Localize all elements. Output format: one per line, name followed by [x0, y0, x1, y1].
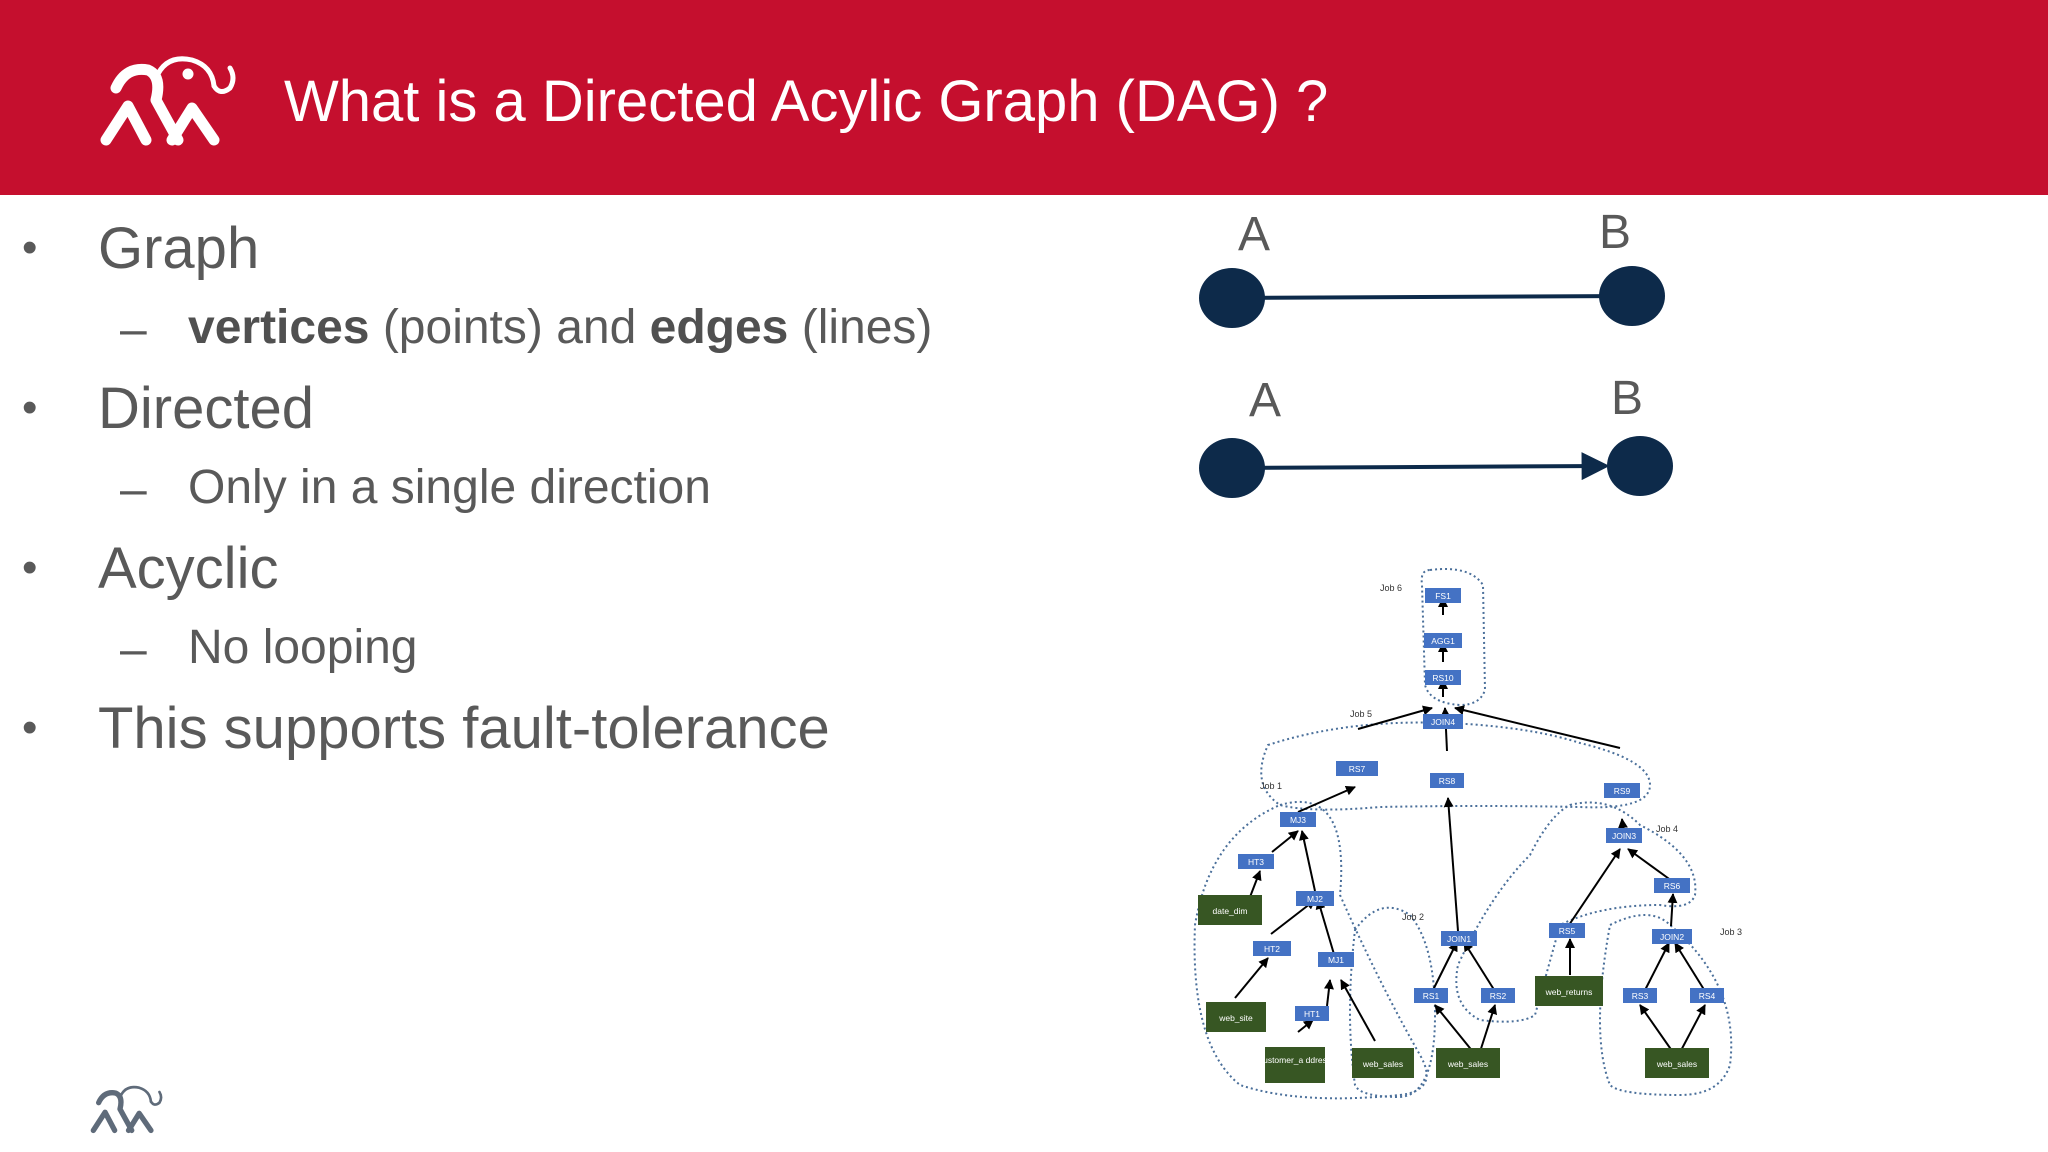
- bullet-dot: •: [22, 543, 38, 592]
- job-label: Job 6: [1380, 583, 1402, 593]
- dag-node-web-sales: web_sales: [1447, 1059, 1488, 1069]
- job2-boundary: [1349, 906, 1437, 1099]
- dag-node-web-sales: web_sales: [1656, 1059, 1697, 1069]
- dag-diagram: Job 6 Job 5 Job 1 Job 4 Job 2 Job 3: [1193, 568, 1742, 1100]
- term-vertices: vertices: [188, 301, 370, 354]
- text-points: (points) and: [369, 301, 650, 354]
- dag-node-rs5: RS5: [1559, 926, 1576, 936]
- vertex-a: [1199, 438, 1265, 498]
- bullet-acyclic: Acyclic: [98, 536, 279, 601]
- dag-node-rs9: RS9: [1614, 786, 1631, 796]
- elephant-logo-icon: [100, 56, 236, 146]
- bullet-dot: •: [22, 383, 38, 432]
- sub-bullet-acyclic: No looping: [188, 621, 418, 674]
- sub-bullet-dash: –: [120, 463, 147, 516]
- bullet-fault-tolerance: This supports fault-tolerance: [98, 696, 830, 761]
- sub-bullet-dash: –: [120, 623, 147, 676]
- dag-node-rs1: RS1: [1423, 991, 1440, 1001]
- dag-node-rs6: RS6: [1664, 881, 1681, 891]
- dag-node-web-site: web_site: [1218, 1013, 1253, 1023]
- bullet-list: • Graph – vertices (points) and edges (l…: [0, 195, 1150, 895]
- job3-boundary: [1599, 914, 1733, 1097]
- bullet-dot: •: [22, 223, 38, 272]
- dag-node-rs8: RS8: [1439, 776, 1456, 786]
- undirected-edge: [1231, 294, 1633, 300]
- page-title: What is a Directed Acylic Graph (DAG) ?: [284, 69, 1329, 134]
- dag-node-ht3: HT3: [1248, 857, 1264, 867]
- sub-bullet-dash: –: [120, 303, 147, 356]
- job5-boundary: [1260, 721, 1652, 811]
- dag-node-rs3: RS3: [1632, 991, 1649, 1001]
- vertex-label-a: A: [1238, 208, 1270, 261]
- dag-node-rs7: RS7: [1349, 764, 1366, 774]
- dag-node-join4: JOIN4: [1431, 717, 1455, 727]
- graph-examples: A B A B: [1199, 206, 1673, 498]
- dag-node-join1: JOIN1: [1447, 934, 1471, 944]
- job-label: Job 1: [1260, 781, 1282, 791]
- dag-node-date-dim: date_dim: [1213, 906, 1248, 916]
- bullet-directed: Directed: [98, 376, 314, 441]
- vertex-b: [1599, 266, 1665, 326]
- vertex-label-b: B: [1611, 372, 1643, 425]
- dag-node-customer-address: customer_a ddress: [1259, 1055, 1331, 1065]
- dag-node-web-returns: web_returns: [1545, 987, 1593, 997]
- dag-node-join3: JOIN3: [1612, 831, 1636, 841]
- sub-bullet-directed: Only in a single direction: [188, 461, 711, 514]
- dag-node-join2: JOIN2: [1660, 932, 1684, 942]
- elephant-logo-icon: [90, 1085, 163, 1134]
- job-label: Job 2: [1402, 912, 1424, 922]
- job-label: Job 4: [1656, 824, 1678, 834]
- dag-node-rs4: RS4: [1699, 991, 1716, 1001]
- text-lines: (lines): [788, 301, 933, 354]
- job-label: Job 5: [1350, 709, 1372, 719]
- dag-node-web-sales: web_sales: [1362, 1059, 1403, 1069]
- dag-node-ht2: HT2: [1264, 944, 1280, 954]
- job1-boundary: [1193, 800, 1428, 1100]
- vertex-label-b: B: [1599, 206, 1631, 259]
- dag-node-rs10: RS10: [1432, 673, 1454, 683]
- sub-bullet-graph: vertices (points) and edges (lines): [188, 300, 932, 355]
- dag-node-mj2: MJ2: [1307, 894, 1323, 904]
- dag-node-agg1: AGG1: [1431, 636, 1455, 646]
- dag-node-rs2: RS2: [1490, 991, 1507, 1001]
- vertex-label-a: A: [1249, 374, 1281, 427]
- bullet-dot: •: [22, 703, 38, 752]
- dag-node-mj1: MJ1: [1328, 955, 1344, 965]
- title-bar: What is a Directed Acylic Graph (DAG) ?: [0, 0, 2048, 195]
- dag-node-ht1: HT1: [1304, 1009, 1320, 1019]
- job6-boundary: [1420, 568, 1487, 707]
- vertex-a: [1199, 268, 1265, 328]
- term-edges: edges: [649, 301, 789, 354]
- dag-node-fs1: FS1: [1435, 591, 1451, 601]
- dag-node-mj3: MJ3: [1290, 815, 1306, 825]
- vertex-b: [1607, 436, 1673, 496]
- bullet-graph: Graph: [98, 216, 260, 281]
- directed-edge: [1231, 452, 1610, 481]
- job4-boundary: [1455, 801, 1697, 1023]
- job-label: Job 3: [1720, 927, 1742, 937]
